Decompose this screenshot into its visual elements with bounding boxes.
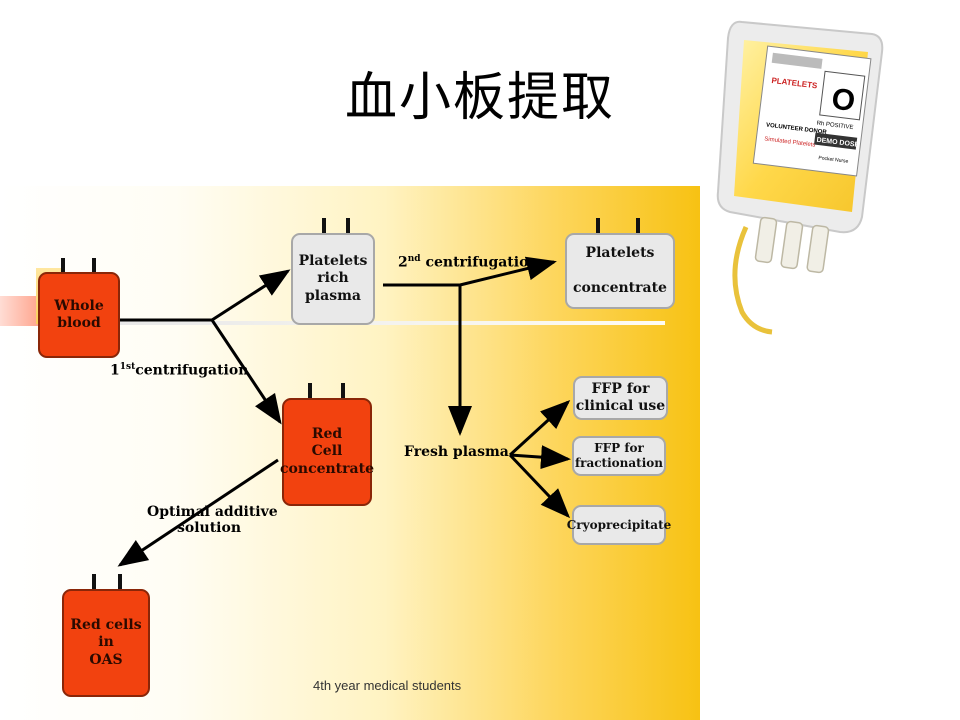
prp-label: Platelets rich plasma	[298, 252, 368, 304]
bag-tube	[346, 218, 350, 233]
cryoprecipitate-box: Cryoprecipitate	[567, 505, 671, 545]
arrow-to-red-cells-oas	[117, 458, 279, 567]
decorative-red-bar	[0, 296, 40, 326]
arrow-to-cryo	[508, 453, 571, 519]
rh-text: Rh POSITIVE	[816, 121, 853, 131]
brand-text: Pocket Nurse	[818, 155, 849, 165]
bag-tube	[92, 574, 96, 589]
bag-tube	[322, 218, 326, 233]
divider-line	[120, 321, 665, 325]
red-cells-oas-bag: Red cells in OAS	[62, 589, 150, 697]
fresh-plasma-label: Fresh plasma	[404, 444, 509, 460]
bag-tube	[341, 383, 345, 398]
first-centrifugation-sup: 1st	[119, 362, 136, 372]
red-cell-concentrate-bag: Red Cell concentrate	[280, 398, 374, 506]
bag-tube	[596, 218, 600, 233]
arrow-to-ffp-fract	[509, 445, 571, 470]
ffp-fractionation-box: FFP for fractionation	[572, 436, 666, 476]
ffp-clinical-box: FFP for clinical use	[573, 376, 668, 420]
platelets-rich-plasma-bag: Platelets rich plasma	[291, 233, 375, 325]
bag-tube	[61, 258, 65, 273]
ffp-fractionation-label: FFP for fractionation	[574, 441, 663, 470]
arrow-to-platelets-conc	[459, 256, 557, 287]
ffp-clinical-label: FFP for clinical use	[575, 380, 666, 415]
whole-blood-bag: Whole blood	[38, 272, 120, 358]
page-title: 血小板提取	[344, 68, 615, 128]
bag-tube	[636, 218, 640, 233]
platelets-concentrate-bag: Platelets concentrate	[565, 233, 675, 309]
optimal-additive-label: Optimal additive solution	[147, 504, 278, 536]
first-centrifugation-label: 11stcentrifugation	[110, 362, 249, 379]
arrow-to-ffp-clinical	[508, 399, 571, 457]
whole-blood-label: Whole blood	[54, 297, 104, 332]
bag-tube	[118, 574, 122, 589]
footer-text: 4th year medical students	[313, 678, 462, 693]
second-centrifugation-label: 2nd centrifugation	[398, 254, 539, 271]
red-cell-label: Red Cell concentrate	[280, 425, 374, 477]
platelet-bag-photo: PLATELETS O Rh POSITIVE VOLUNTEER DONOR …	[716, 20, 884, 335]
blood-group: O	[830, 82, 857, 118]
bag-tube	[308, 383, 312, 398]
platelets-concentrate-label: Platelets concentrate	[573, 244, 667, 296]
cryoprecipitate-label: Cryoprecipitate	[566, 517, 672, 532]
red-cells-oas-label: Red cells in OAS	[70, 616, 142, 668]
bag-tube	[92, 258, 96, 273]
arrow-to-red-cell	[210, 319, 282, 425]
arrow-to-prp	[211, 269, 291, 322]
